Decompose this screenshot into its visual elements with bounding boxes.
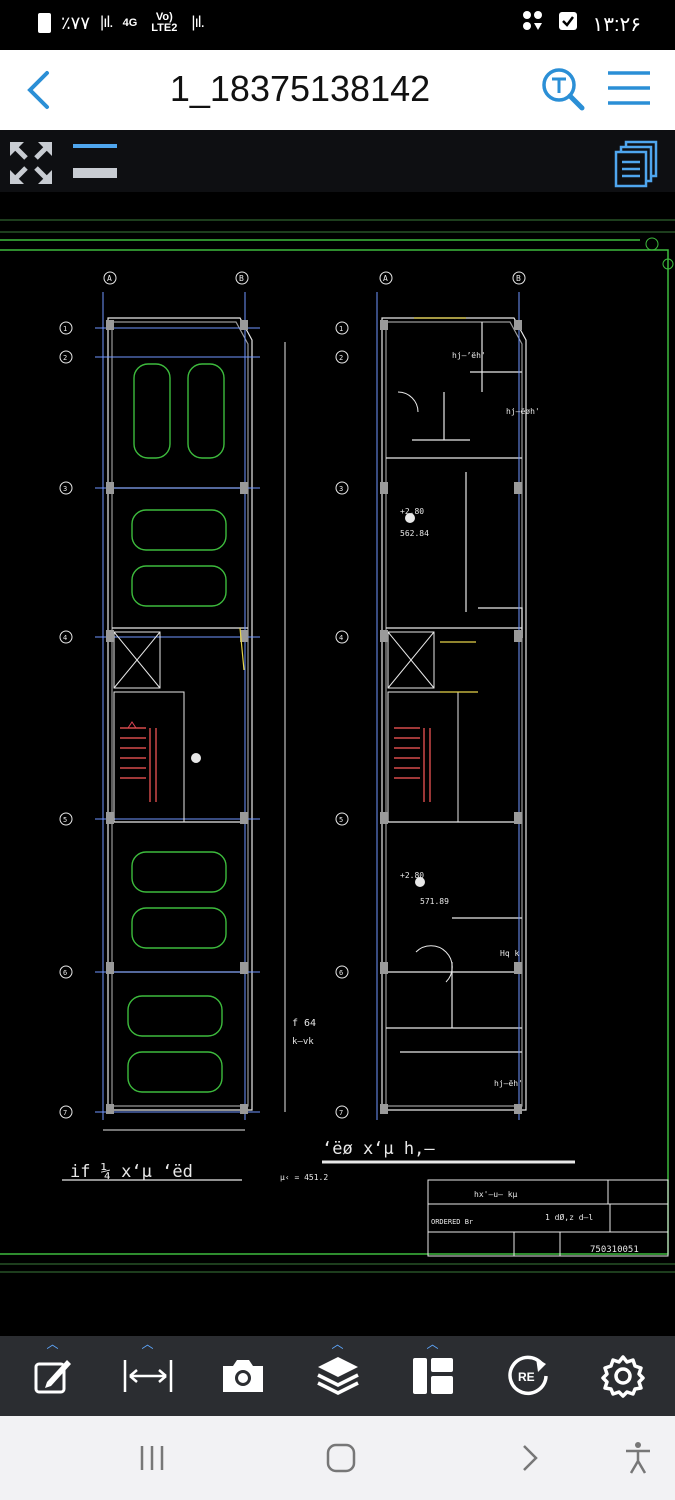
back-icon: [523, 1445, 538, 1471]
svg-text:5: 5: [63, 816, 67, 824]
signal-icon: |ıl.: [100, 14, 114, 31]
panels-tool-button[interactable]: ︿: [385, 1336, 480, 1416]
network-volte: Vo) LTE2: [151, 11, 178, 34]
chevron-left-icon: [27, 71, 49, 109]
room-label-2: hj–ëøh': [506, 407, 540, 416]
left-plan-title: if ¼ x‘µ ‘ëd: [70, 1162, 193, 1182]
room-label-1: hj–’ëh': [452, 351, 486, 360]
note-k: k–vk: [292, 1037, 314, 1047]
room-label-3: Hq k: [500, 949, 519, 958]
document-title: 1_18375138142: [169, 68, 431, 109]
title-block-row2: 1 dØ,z d–l: [545, 1212, 593, 1222]
svg-text:6: 6: [63, 969, 67, 977]
pages-icon: [614, 140, 658, 188]
svg-text:RE: RE: [518, 1370, 535, 1384]
measure-icon: [123, 1360, 172, 1392]
title-block-row1: hx'–u– kµ: [474, 1190, 518, 1199]
area-1: 562.84: [400, 529, 429, 538]
svg-text:5: 5: [339, 816, 343, 824]
fullscreen-button[interactable]: [8, 140, 54, 186]
battery-icon: [38, 13, 51, 33]
settings-icon: [600, 1355, 645, 1398]
back-nav-button[interactable]: [500, 1436, 560, 1480]
settings-tool-button[interactable]: [575, 1336, 670, 1416]
ordered-by: ORDERED Br: [431, 1218, 473, 1226]
svg-text:4: 4: [339, 634, 343, 642]
svg-text:3: 3: [63, 485, 67, 493]
room-label-4: hj–ëh': [494, 1079, 523, 1088]
axis-b-label: B: [239, 274, 244, 283]
layout-button[interactable]: [72, 142, 118, 182]
pages-button[interactable]: [612, 140, 660, 188]
note-fc: f 64: [292, 1018, 316, 1029]
menu-button[interactable]: [605, 68, 653, 108]
svg-text:7: 7: [63, 1109, 67, 1117]
elevation-2: +2.80: [400, 871, 424, 880]
recent-apps-icon: [140, 1446, 164, 1470]
apps-grid-icon: [522, 10, 544, 38]
left-scale: µ‹ = 451.2: [280, 1173, 328, 1182]
battery-percent: ٪۷۷: [61, 12, 91, 33]
svg-text:4: 4: [63, 634, 67, 642]
axis-a-label: A: [383, 274, 388, 283]
system-nav-bar: [0, 1416, 675, 1500]
expand-arrows-icon: [10, 142, 52, 184]
text-search-icon: [542, 68, 585, 111]
axis-b-label: B: [516, 274, 521, 283]
app-bar: 1_18375138142: [0, 50, 675, 130]
svg-text:6: 6: [339, 969, 343, 977]
check-box-icon: [558, 11, 578, 37]
bottom-toolbar: ︿ ︿ ︿ ︿: [0, 1336, 675, 1416]
layout-bars-icon: [73, 144, 117, 178]
svg-text:2: 2: [63, 354, 67, 362]
svg-text:3: 3: [339, 485, 343, 493]
floor-plan-drawing: A B A B f 64 k–vk +2.80 562.84 +2.80 571…: [0, 219, 675, 1273]
redo-icon: RE: [507, 1355, 548, 1396]
svg-text:1: 1: [339, 325, 343, 333]
expand-chevron-icon: ︿: [426, 1337, 439, 1351]
layers-tool-button[interactable]: ︿: [290, 1336, 385, 1416]
drawing-number: 750310051: [590, 1245, 639, 1255]
home-icon: [326, 1443, 356, 1473]
svg-text:1: 1: [63, 325, 67, 333]
measure-tool-button[interactable]: ︿: [100, 1336, 195, 1416]
edit-icon: [34, 1360, 71, 1394]
svg-text:7: 7: [339, 1109, 343, 1117]
signal-icon: |ıl.: [191, 14, 205, 31]
hamburger-menu-icon: [608, 71, 650, 105]
edit-tool-button[interactable]: ︿: [5, 1336, 100, 1416]
status-right: ۱۳:۲۶: [522, 10, 641, 38]
back-button[interactable]: [18, 68, 58, 112]
right-plan-title: ‘ëø x‘µ h,–: [322, 1139, 435, 1159]
drawing-canvas[interactable]: A B A B f 64 k–vk +2.80 562.84 +2.80 571…: [0, 192, 675, 1336]
expand-chevron-icon: ︿: [141, 1337, 154, 1351]
accessibility-button[interactable]: [608, 1436, 668, 1480]
recent-apps-button[interactable]: [122, 1436, 182, 1480]
layers-icon: [316, 1357, 359, 1395]
viewer-toolbar: [0, 130, 675, 192]
redo-tool-button[interactable]: RE: [480, 1336, 575, 1416]
home-button[interactable]: [311, 1436, 371, 1480]
area-2: 571.89: [420, 897, 449, 906]
status-bar: ٪۷۷ |ıl. 4G Vo) LTE2 |ıl. ۱۳:۲۶: [0, 0, 675, 50]
svg-text:2: 2: [339, 354, 343, 362]
camera-icon: [222, 1360, 263, 1392]
status-left: ٪۷۷ |ıl. 4G Vo) LTE2 |ıl.: [38, 11, 205, 34]
expand-chevron-icon: ︿: [331, 1337, 344, 1351]
axis-a-label: A: [107, 274, 112, 283]
camera-tool-button[interactable]: [195, 1336, 290, 1416]
clock: ۱۳:۲۶: [592, 13, 641, 36]
expand-chevron-icon: ︿: [46, 1337, 59, 1351]
elevation-1: +2.80: [400, 507, 424, 516]
accessibility-icon: [626, 1442, 650, 1474]
panels-icon: [412, 1358, 453, 1394]
network-4g: 4G: [122, 16, 138, 29]
text-search-button[interactable]: [540, 66, 586, 112]
